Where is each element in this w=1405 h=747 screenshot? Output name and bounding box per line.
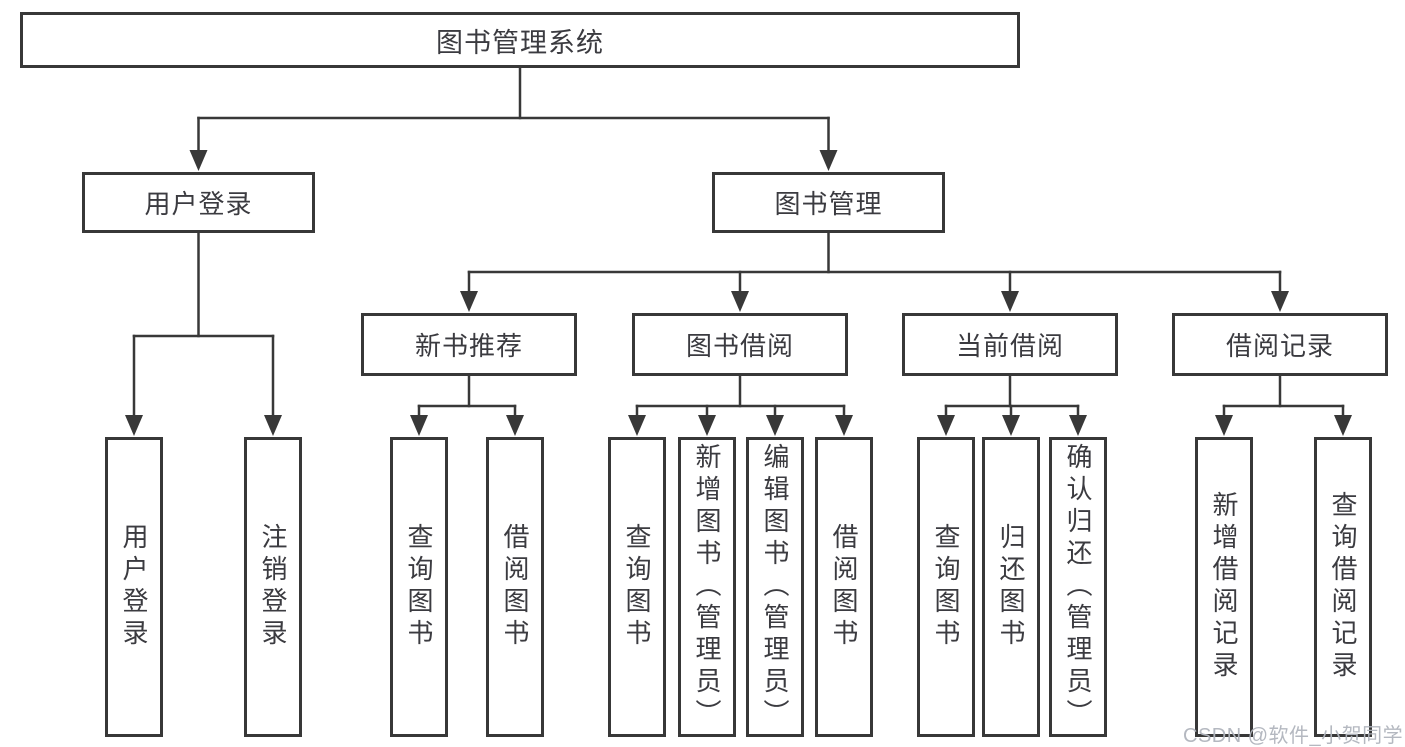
leaf-query-books-borrow: 查询图书 xyxy=(608,437,666,737)
csdn-watermark: CSDN @软件_小贺同学 xyxy=(1183,725,1404,747)
node-new-book-recommend: 新书推荐 xyxy=(361,313,577,376)
leaf-logout-label: 注销登录 xyxy=(258,523,288,651)
node-book-borrow-label: 图书借阅 xyxy=(685,331,794,361)
leaf-edit-books-admin-label: 编辑图书（管理员） xyxy=(760,443,790,731)
leaf-confirm-return-admin: 确认归还（管理员） xyxy=(1049,437,1107,737)
node-borrow-records-label: 借阅记录 xyxy=(1225,331,1334,361)
node-user-login: 用户登录 xyxy=(82,172,315,233)
leaf-query-books-current-label: 查询图书 xyxy=(931,523,961,651)
leaf-query-books-recommend-label: 查询图书 xyxy=(404,523,434,651)
leaf-user-login-label: 用户登录 xyxy=(119,523,149,651)
leaf-borrow-books: 借阅图书 xyxy=(815,437,873,737)
leaf-return-books-label: 归还图书 xyxy=(996,523,1026,651)
node-user-login-label: 用户登录 xyxy=(144,189,253,219)
node-book-management: 图书管理 xyxy=(712,172,945,233)
leaf-query-borrow-record-label: 查询借阅记录 xyxy=(1328,491,1358,683)
node-current-borrow-label: 当前借阅 xyxy=(955,331,1064,361)
node-borrow-records: 借阅记录 xyxy=(1172,313,1388,376)
node-book-borrow: 图书借阅 xyxy=(632,313,848,376)
leaf-return-books: 归还图书 xyxy=(982,437,1040,737)
node-new-book-recommend-label: 新书推荐 xyxy=(414,331,523,361)
leaf-query-books-borrow-label: 查询图书 xyxy=(622,523,652,651)
leaf-query-borrow-record: 查询借阅记录 xyxy=(1314,437,1372,737)
leaf-logout: 注销登录 xyxy=(244,437,302,737)
node-book-management-label: 图书管理 xyxy=(774,189,883,219)
leaf-query-books-current: 查询图书 xyxy=(917,437,975,737)
node-current-borrow: 当前借阅 xyxy=(902,313,1118,376)
leaf-user-login: 用户登录 xyxy=(105,437,163,737)
leaf-add-books-admin-label: 新增图书（管理员） xyxy=(692,443,722,731)
leaf-borrow-books-label: 借阅图书 xyxy=(829,523,859,651)
node-root: 图书管理系统 xyxy=(20,12,1020,68)
leaf-edit-books-admin: 编辑图书（管理员） xyxy=(746,437,804,737)
leaf-confirm-return-admin-label: 确认归还（管理员） xyxy=(1063,443,1093,731)
leaf-borrow-books-recommend: 借阅图书 xyxy=(486,437,544,737)
leaf-add-borrow-record: 新增借阅记录 xyxy=(1195,437,1253,737)
leaf-add-borrow-record-label: 新增借阅记录 xyxy=(1209,491,1239,683)
arrowheads xyxy=(125,150,1352,436)
leaf-add-books-admin: 新增图书（管理员） xyxy=(678,437,736,737)
leaf-query-books-recommend: 查询图书 xyxy=(390,437,448,737)
node-root-label: 图书管理系统 xyxy=(436,27,604,58)
leaf-borrow-books-recommend-label: 借阅图书 xyxy=(500,523,530,651)
